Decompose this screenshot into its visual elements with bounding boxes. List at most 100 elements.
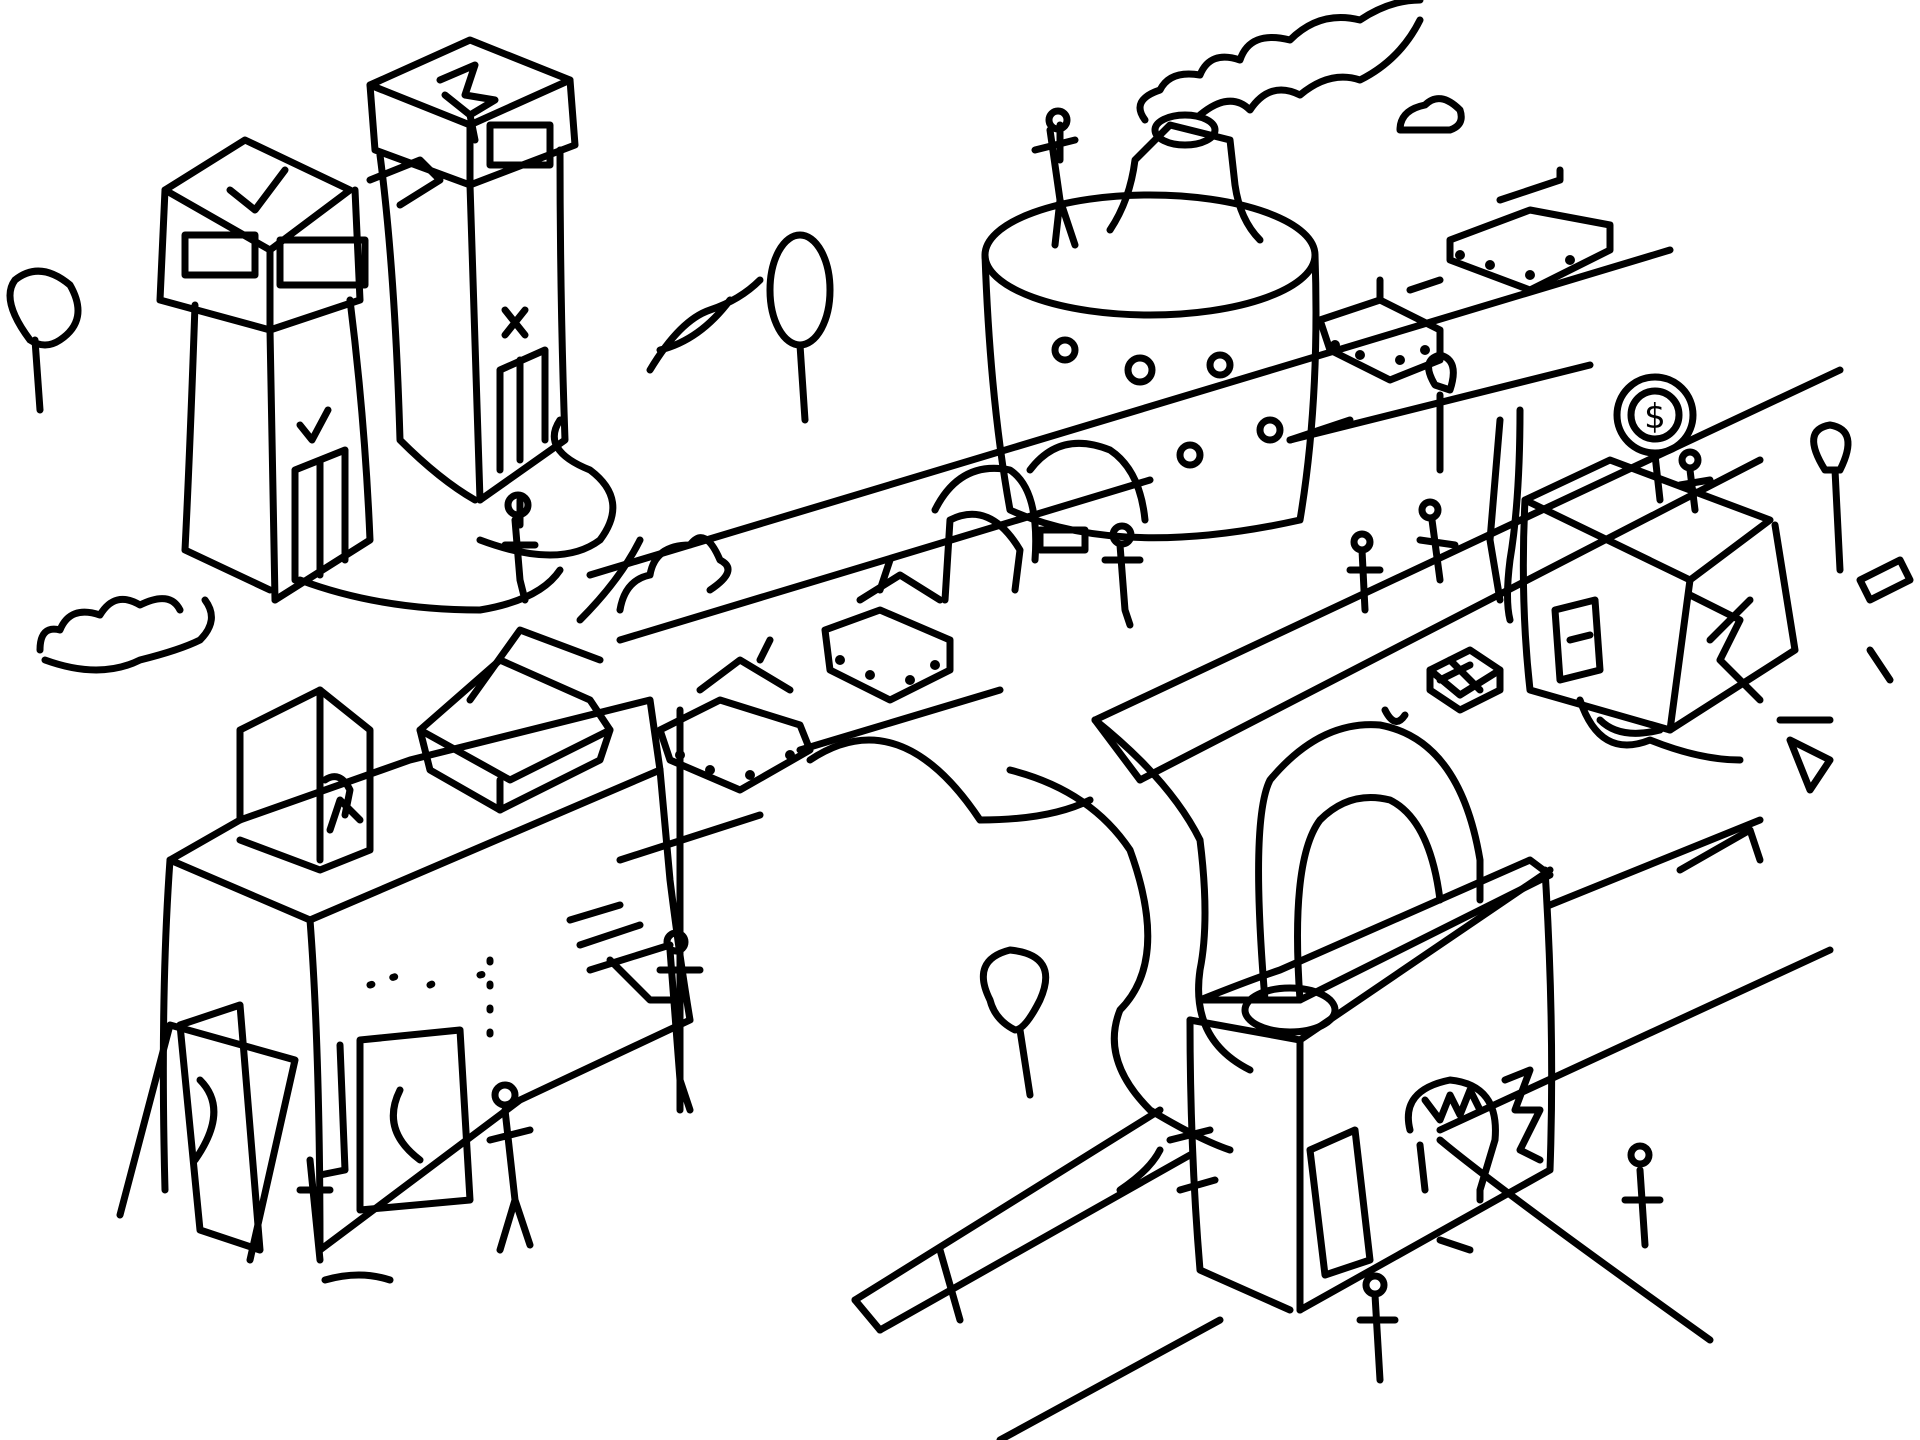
person-bottom-road-head [1362,1272,1388,1298]
train-rivet [1455,250,1465,260]
tree-center-crown [979,946,1050,1034]
cloud-wisp [646,276,764,374]
cross-tower-wall-left [376,151,479,504]
dotted-window [366,966,504,989]
train-car-4 [656,696,814,794]
road-bottom-cap [851,1296,884,1334]
person-hanging-crane-head [663,929,689,955]
train-rivet [865,670,875,680]
train-rivet [785,750,795,760]
check-tower-window-left [181,231,259,279]
person-bottom-road [1356,1291,1399,1384]
path-to-towers-2 [296,566,564,614]
factory-door-panel [116,1021,299,1264]
cross-tower-window [486,121,554,169]
road-network [586,246,1844,1440]
coin-building-wall-edge [1666,576,1694,734]
factory-roof-edge [166,696,664,864]
road-dash [1286,416,1354,444]
padlock-wall-right [1296,866,1556,1314]
check-tower-door [291,446,349,584]
decorative-marks [1381,556,1914,725]
train-car-1-top [1376,276,1444,304]
padlock-shackle-outer [1255,721,1484,1004]
road-lower-edge-2 [616,811,764,864]
person-right-road-head [1627,1142,1653,1168]
check-icon [226,166,289,214]
factory-tank [931,0,1424,604]
cloud-mid [616,534,732,614]
arch-garage-inner [941,510,1024,604]
check-tower-building [156,136,374,604]
road-right-edge [1091,366,1844,724]
train-car-3-top [856,556,944,604]
person-on-road-1 [1346,546,1384,614]
mark-right-plank [1856,556,1914,604]
train-rivet [675,750,685,760]
tank-porthole-3 [1206,351,1234,379]
person-on-road-2-head [1418,498,1442,522]
tank-porthole-5 [1256,416,1284,444]
road-join-curve [806,736,1094,824]
check-tower-wall-edge [266,326,279,604]
person-coin-roof-head [1678,448,1702,472]
road-bottom-edge-3 [996,1316,1224,1440]
person-factory-door-head [491,1081,519,1109]
coin-icon-inner [1627,387,1683,443]
road-upper-edge-2 [616,476,1154,644]
person-factory-left [296,1156,334,1264]
road-curve-right [1436,1136,1714,1344]
door-curtain-marks [191,1076,424,1164]
cloud-left [36,595,184,654]
train-rivet [1330,340,1340,350]
train-car-4-top [696,636,794,694]
road-upper-edge [586,246,1674,579]
padlock-door [1306,1126,1374,1279]
tree-right-crown [1810,421,1852,474]
person-on-road-2 [1416,516,1459,584]
coin-building-window [1551,596,1604,684]
left-factory-block [116,626,694,1264]
mark-ground [1381,706,1409,725]
train-rivet [835,655,845,665]
coin-symbol: $ [1644,397,1666,437]
dome-shed [1026,439,1149,524]
lamp-post [1504,406,1524,624]
cross-tower-cap-right [466,76,579,189]
factory-door-right [356,1026,474,1214]
smoke-plume-2 [1196,16,1424,119]
tank-porthole-4 [1176,441,1204,469]
person-near-tower-head [504,491,532,519]
person-near-tower [501,496,539,604]
train-rivet [1525,270,1535,280]
tank-porthole-1 [1051,336,1079,364]
chimney [1106,121,1264,244]
cross-tower-door [496,346,549,474]
train-rivet [1485,260,1495,270]
lightbulb-filament [1421,1086,1484,1124]
factory-vent-arrow [606,956,684,1004]
factory-door-panel-2 [316,1041,349,1179]
path-to-towers-3 [576,536,644,624]
cross-tower-wall-right [476,146,569,504]
cross-tower-wall-edge [466,181,484,504]
clouds [36,95,1465,674]
person-near-garage-head [1109,522,1135,548]
padlock-top-edge [1186,866,1554,1044]
check-tower-cap-left [156,186,274,334]
path-right-bank [1091,716,1254,1074]
tree-center-trunk [1016,1026,1034,1099]
road-curve-left [1116,1146,1164,1194]
padlock-shackle-base [1241,984,1339,1036]
person-on-tank [1031,121,1079,249]
train-rivet [1355,350,1365,360]
coin-building-tools [1686,591,1764,704]
arch-garage [931,464,1040,564]
factory-wall-edge [306,916,324,1254]
tree-top-trunk [796,341,809,424]
cross-icon-door [501,306,529,339]
coin-building-wall-right [1666,521,1799,734]
check-icon-door [296,406,332,444]
coin-sign-pole [1651,451,1664,504]
